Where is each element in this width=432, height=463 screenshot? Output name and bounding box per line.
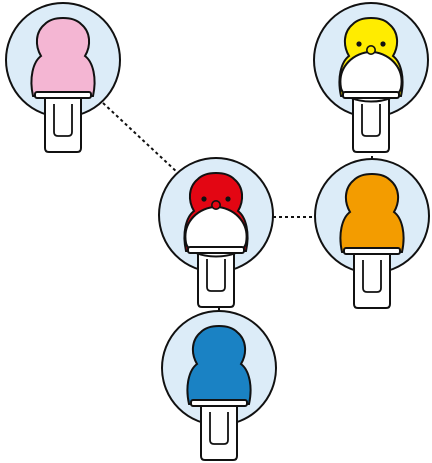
- blue-figure[interactable]: [162, 311, 276, 460]
- eye-right: [380, 41, 385, 46]
- eye-left: [201, 196, 206, 201]
- figure-collar: [191, 400, 247, 406]
- figure-collar: [188, 247, 244, 253]
- eye-right: [225, 196, 230, 201]
- eye-left: [356, 41, 361, 46]
- figure-body: [31, 18, 94, 96]
- beak: [212, 201, 220, 209]
- figure-collar: [344, 248, 400, 254]
- link-pink-red: [103, 103, 178, 173]
- yellow-figure[interactable]: [314, 3, 428, 152]
- figure-collar: [35, 92, 91, 98]
- figure-body: [340, 174, 403, 252]
- nodes-layer: [6, 3, 429, 460]
- pink-figure[interactable]: [6, 3, 120, 152]
- orange-figure[interactable]: [315, 159, 429, 308]
- figure-collar: [343, 92, 399, 98]
- stand-base: [45, 92, 81, 152]
- stand-base: [201, 400, 237, 460]
- figure-body: [187, 326, 250, 404]
- red-figure[interactable]: [159, 158, 273, 307]
- beak: [367, 46, 375, 54]
- stand-base: [354, 248, 390, 308]
